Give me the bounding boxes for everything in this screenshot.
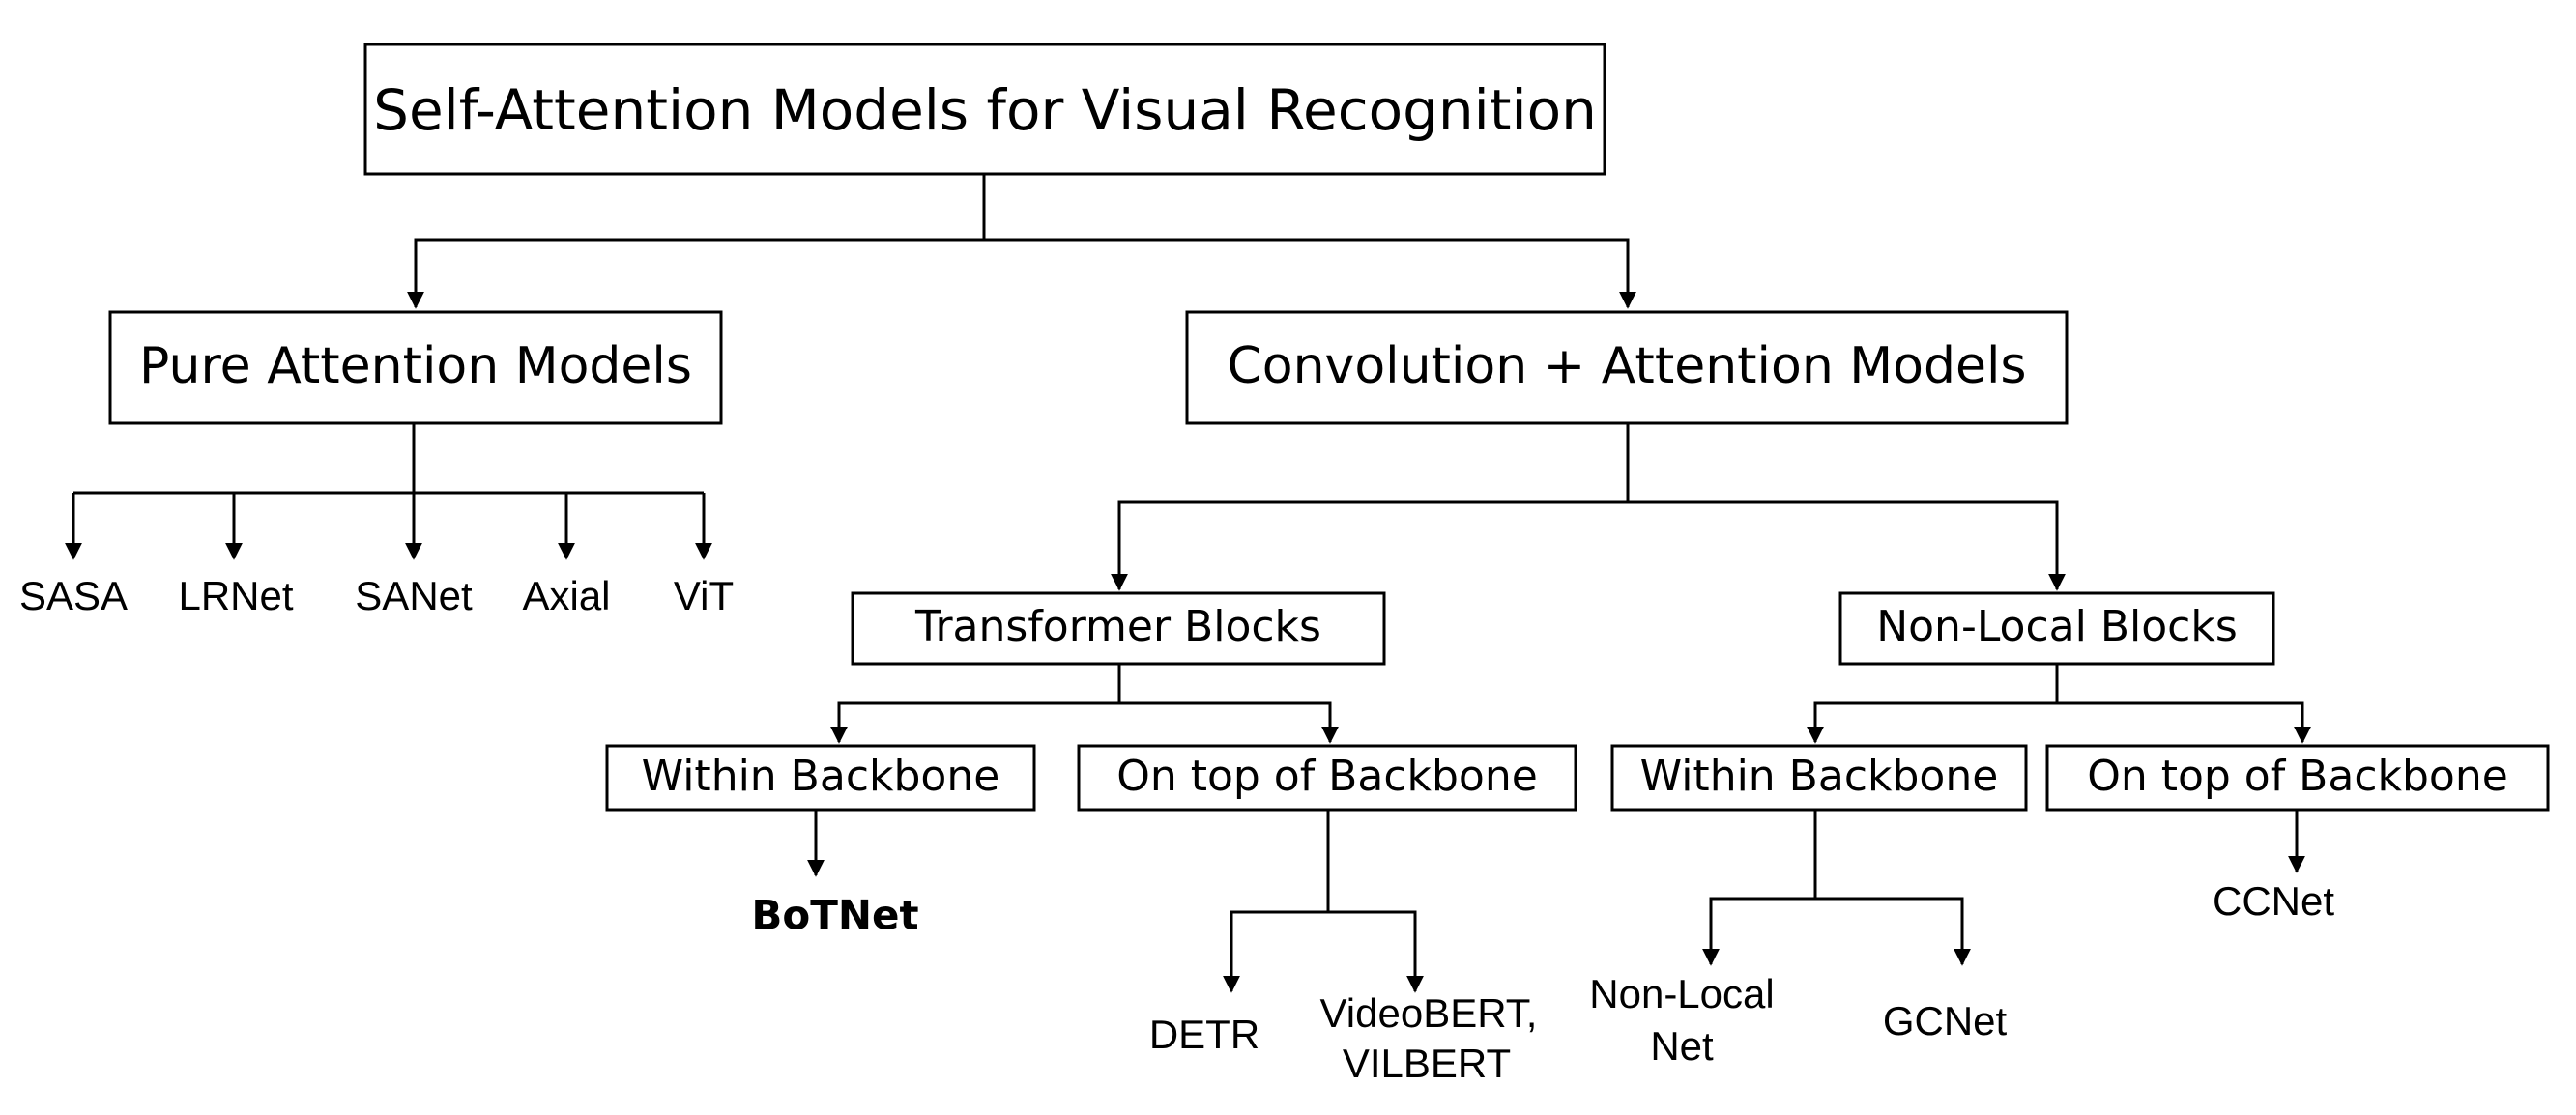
node-root-box — [363, 43, 1606, 176]
node-conv-attention-box — [1185, 310, 2069, 425]
edge-conv-to-nonlocal — [1628, 500, 2066, 591]
node-nl-within-backbone: Within Backbone — [1610, 744, 2028, 812]
node-conv-attention-label: Convolution + Attention Models — [1227, 337, 2026, 395]
leaf-videobert: VideoBERT, — [1320, 990, 1538, 1036]
node-nl-within-backbone-box — [1610, 744, 2028, 812]
node-transformer-blocks-label: Transformer Blocks — [914, 602, 1321, 651]
edge-nl-within-to-gcnet — [1815, 897, 1971, 966]
node-nonlocal-blocks: Non-Local Blocks — [1838, 591, 2275, 666]
edge-root-to-conv — [984, 238, 1636, 309]
node-nonlocal-blocks-box — [1838, 591, 2275, 666]
node-pure-attention: Pure Attention Models — [108, 310, 723, 425]
node-root-label: Self-Attention Models for Visual Recogni… — [373, 77, 1597, 143]
node-transformer-blocks-box — [851, 591, 1386, 666]
leaf-axial: Axial — [522, 573, 610, 618]
edge-root-to-pure — [407, 174, 986, 309]
edge-transformer-to-ontop — [1119, 701, 1339, 744]
node-conv-attention: Convolution + Attention Models — [1185, 310, 2069, 425]
node-transformer-blocks: Transformer Blocks — [851, 591, 1386, 666]
edge-tr-ontop-to-detr — [1223, 910, 1328, 993]
node-nl-ontop-backbone: On top of Backbone — [2045, 744, 2550, 812]
connectors — [65, 174, 2311, 993]
node-tr-ontop-backbone-box — [1077, 744, 1577, 812]
node-pure-attention-box — [108, 310, 723, 425]
node-nl-within-backbone-label: Within Backbone — [1640, 752, 1999, 801]
leaf-detr: DETR — [1149, 1012, 1259, 1057]
node-nonlocal-blocks-label: Non-Local Blocks — [1876, 602, 2238, 651]
leaf-gcnet: GCNet — [1883, 998, 2008, 1044]
node-tr-ontop-backbone: On top of Backbone — [1077, 744, 1577, 812]
leaf-nonlocal-net-line2: Net — [1650, 1023, 1714, 1069]
node-tr-ontop-backbone-label: On top of Backbone — [1116, 752, 1538, 801]
edge-conv-to-transformer — [1111, 500, 1628, 591]
leaf-ccnet: CCNet — [2213, 878, 2334, 924]
node-tr-within-backbone-box — [605, 744, 1036, 812]
node-tr-within-backbone-label: Within Backbone — [642, 752, 1000, 801]
leaf-botnet: BoTNet — [751, 892, 918, 939]
edge-nonlocal-to-within — [1807, 701, 2057, 744]
node-root: Self-Attention Models for Visual Recogni… — [363, 43, 1606, 176]
node-pure-attention-label: Pure Attention Models — [139, 337, 692, 395]
edge-tr-ontop-to-videobert — [1328, 910, 1424, 993]
leaf-nonlocal-net-line1: Non-Local — [1589, 971, 1774, 1016]
node-tr-within-backbone: Within Backbone — [605, 744, 1036, 812]
edge-nl-within-to-nonlocalnet — [1702, 897, 1815, 966]
leaf-lrnet: LRNet — [178, 573, 293, 618]
node-nl-ontop-backbone-box — [2045, 744, 2550, 812]
leaf-sasa: SASA — [19, 573, 128, 618]
leaf-vit: ViT — [674, 573, 734, 618]
leaf-vilbert: VILBERT — [1343, 1041, 1511, 1086]
edge-transformer-to-within — [830, 701, 1119, 744]
leaf-sanet: SANet — [355, 573, 473, 618]
node-nl-ontop-backbone-label: On top of Backbone — [2087, 752, 2508, 801]
edge-nonlocal-to-ontop — [2057, 701, 2311, 744]
